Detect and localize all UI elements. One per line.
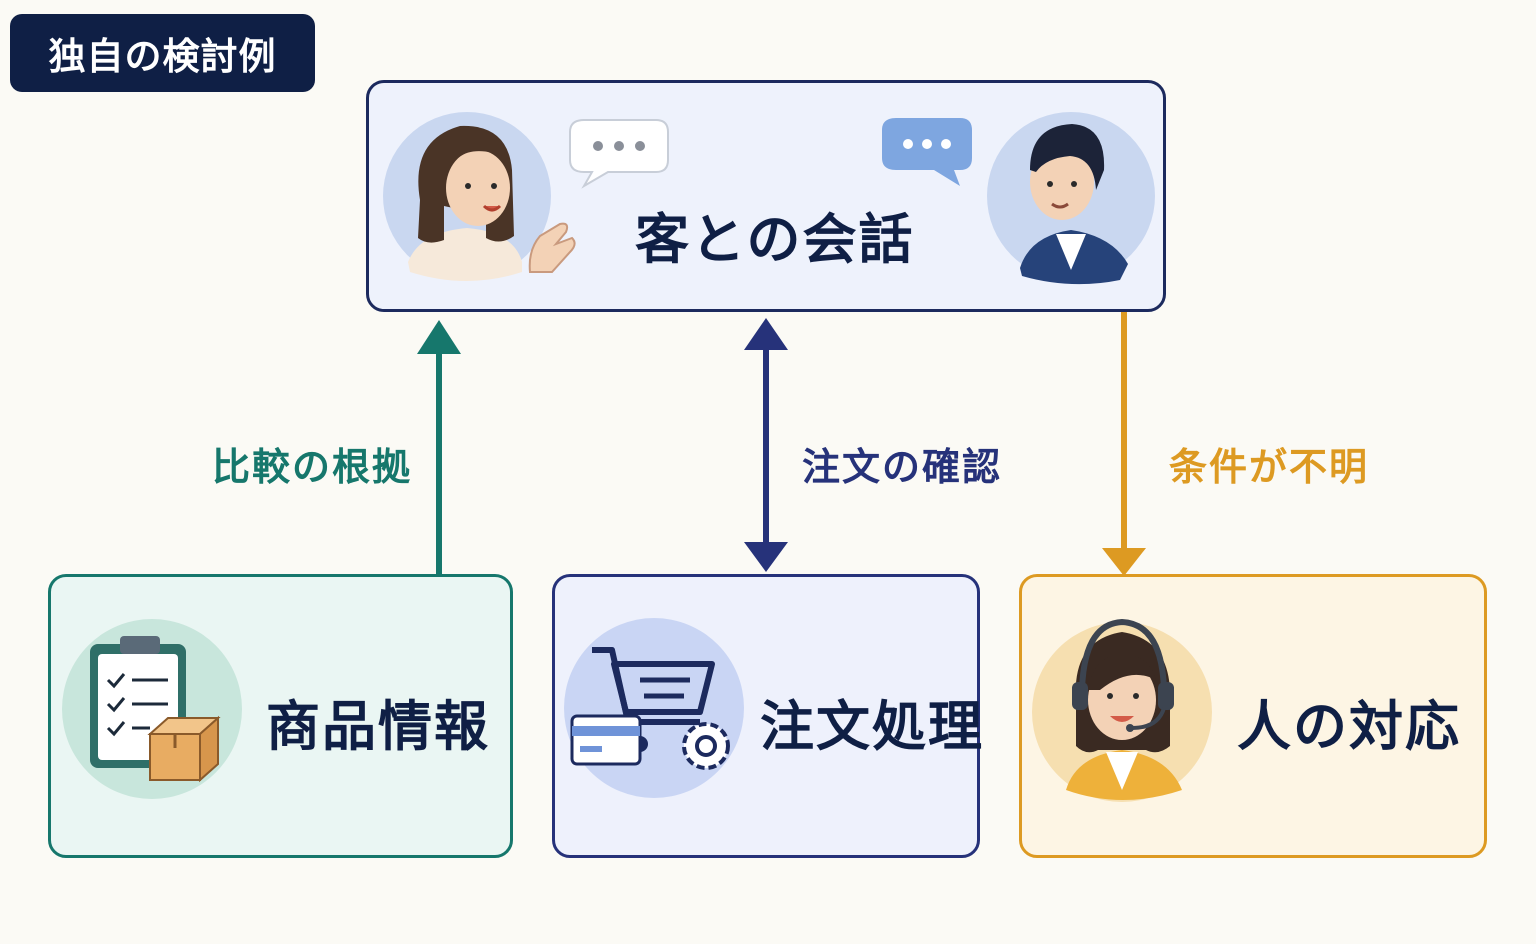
node-order-label: 注文処理: [760, 695, 984, 758]
package-icon: [147, 715, 221, 783]
credit-card-icon: [570, 714, 642, 766]
speech-bubble-icon: [882, 118, 972, 186]
arrow-order-check: [744, 318, 788, 572]
edge-label-comparison: 比較の根拠: [212, 445, 413, 489]
support-agent-icon: [1066, 618, 1182, 800]
edge-label-unclear: 条件が不明: [1169, 445, 1370, 489]
woman-avatar-icon: [383, 112, 576, 281]
gear-icon: [682, 722, 730, 770]
edge-label-order-check: 注文の確認: [802, 445, 1003, 489]
node-product-label: 商品情報: [266, 695, 490, 758]
arrow-comparison: [417, 320, 461, 574]
order-icon-background: [564, 618, 744, 798]
title-tag: 独自の検討例: [10, 14, 315, 92]
speech-bubble-icon: [569, 119, 669, 189]
man-avatar-icon: [987, 112, 1155, 285]
node-conversation-label: 客との会話: [635, 208, 915, 271]
arrow-unclear: [1102, 312, 1146, 576]
node-human-label: 人の対応: [1237, 695, 1461, 758]
